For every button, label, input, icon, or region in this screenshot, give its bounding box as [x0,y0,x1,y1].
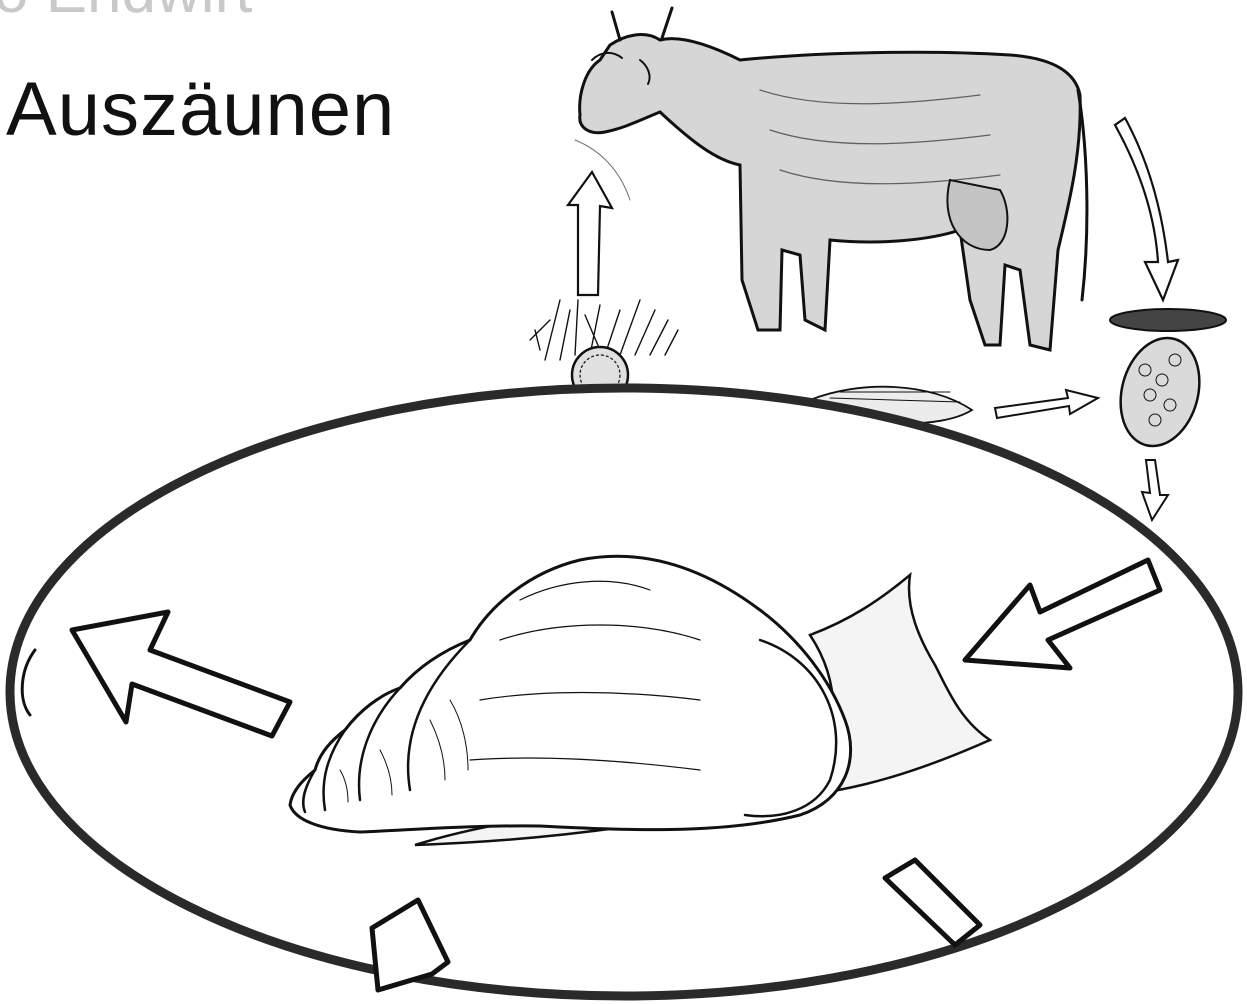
cow-icon [575,8,1087,350]
arrow-down-icon [1115,118,1178,300]
arrow-up-icon [568,172,612,295]
arrow-small-down-icon [1142,460,1168,520]
arrow-right-icon [995,390,1098,418]
fluke-egg-icon [1109,329,1211,455]
dung-icon [1110,309,1226,331]
